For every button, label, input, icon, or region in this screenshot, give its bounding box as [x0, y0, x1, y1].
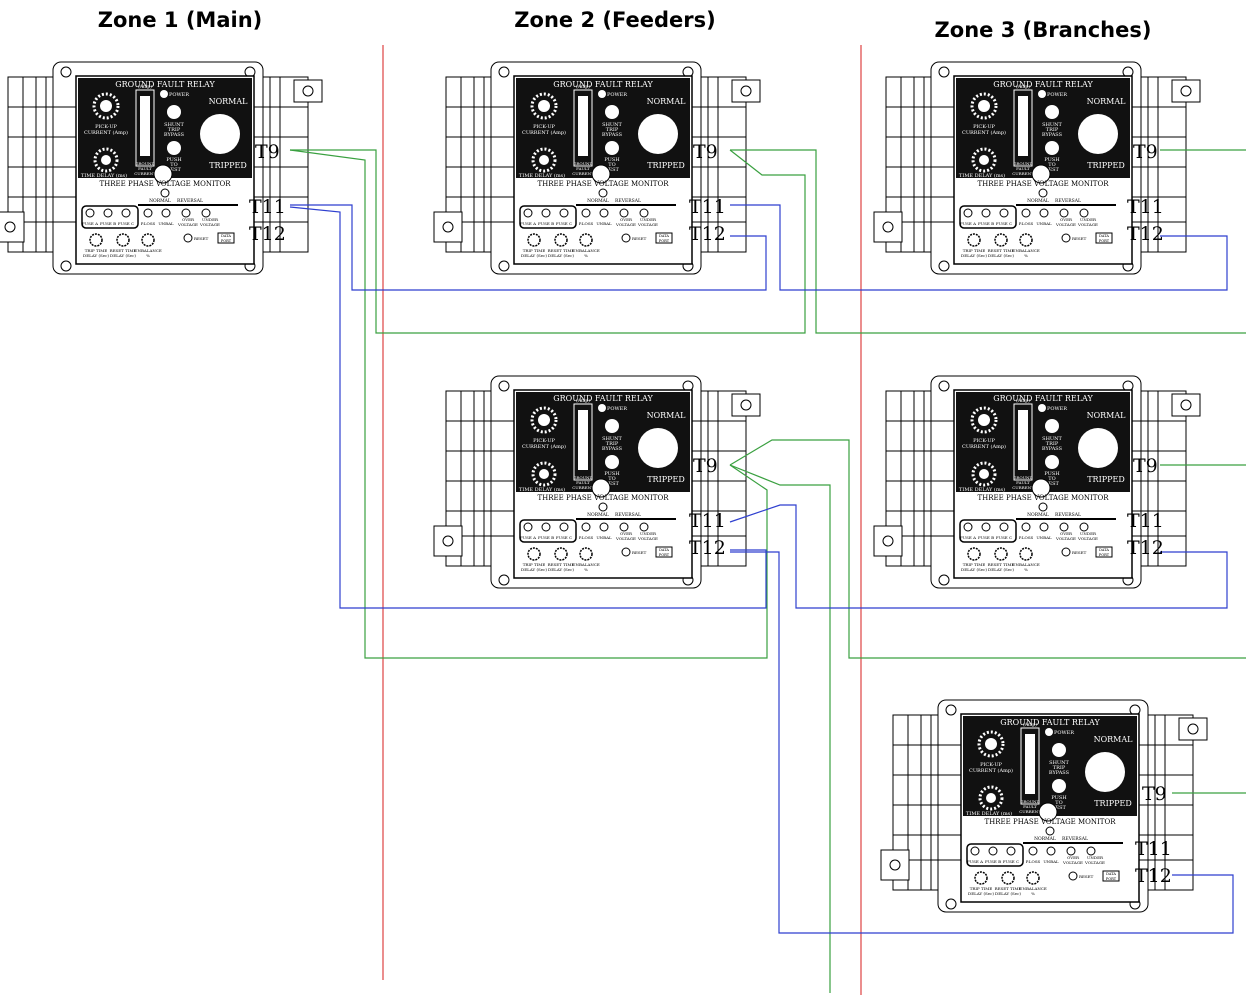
term-t11-z3b: T11 [1127, 510, 1164, 532]
t11-t12-wires [289, 204, 1234, 934]
term-t11-z3c: T11 [1135, 838, 1172, 860]
zone-title-1: Zone 1 (Main) [98, 8, 263, 32]
term-t12-z3c: T12 [1135, 865, 1172, 887]
zone-title-2: Zone 2 (Feeders) [514, 8, 715, 32]
t9-wires [289, 149, 1246, 993]
term-t12-z3a: T12 [1127, 223, 1164, 245]
term-t9-z3b: T9 [1133, 455, 1158, 477]
term-t9-z2b: T9 [693, 455, 718, 477]
term-t9-z3a: T9 [1133, 141, 1158, 163]
term-t9-z2a: T9 [693, 141, 718, 163]
term-t11-z2b: T11 [689, 510, 726, 532]
terminal-labels: T9 T11 T12 T9 T11 T12 T9 T11 T12 T9 T11 … [249, 141, 1172, 887]
term-t12-z3b: T12 [1127, 537, 1164, 559]
term-t11-z3a: T11 [1127, 196, 1164, 218]
term-t12-z2b: T12 [689, 537, 726, 559]
term-t12-z2a: T12 [689, 223, 726, 245]
term-t9-z1: T9 [255, 141, 280, 163]
term-t11-z2a: T11 [689, 196, 726, 218]
zone-title-3: Zone 3 (Branches) [935, 18, 1152, 42]
term-t11-z1: T11 [249, 196, 286, 218]
term-t12-z1: T12 [249, 223, 286, 245]
term-t9-z3c: T9 [1142, 783, 1167, 805]
